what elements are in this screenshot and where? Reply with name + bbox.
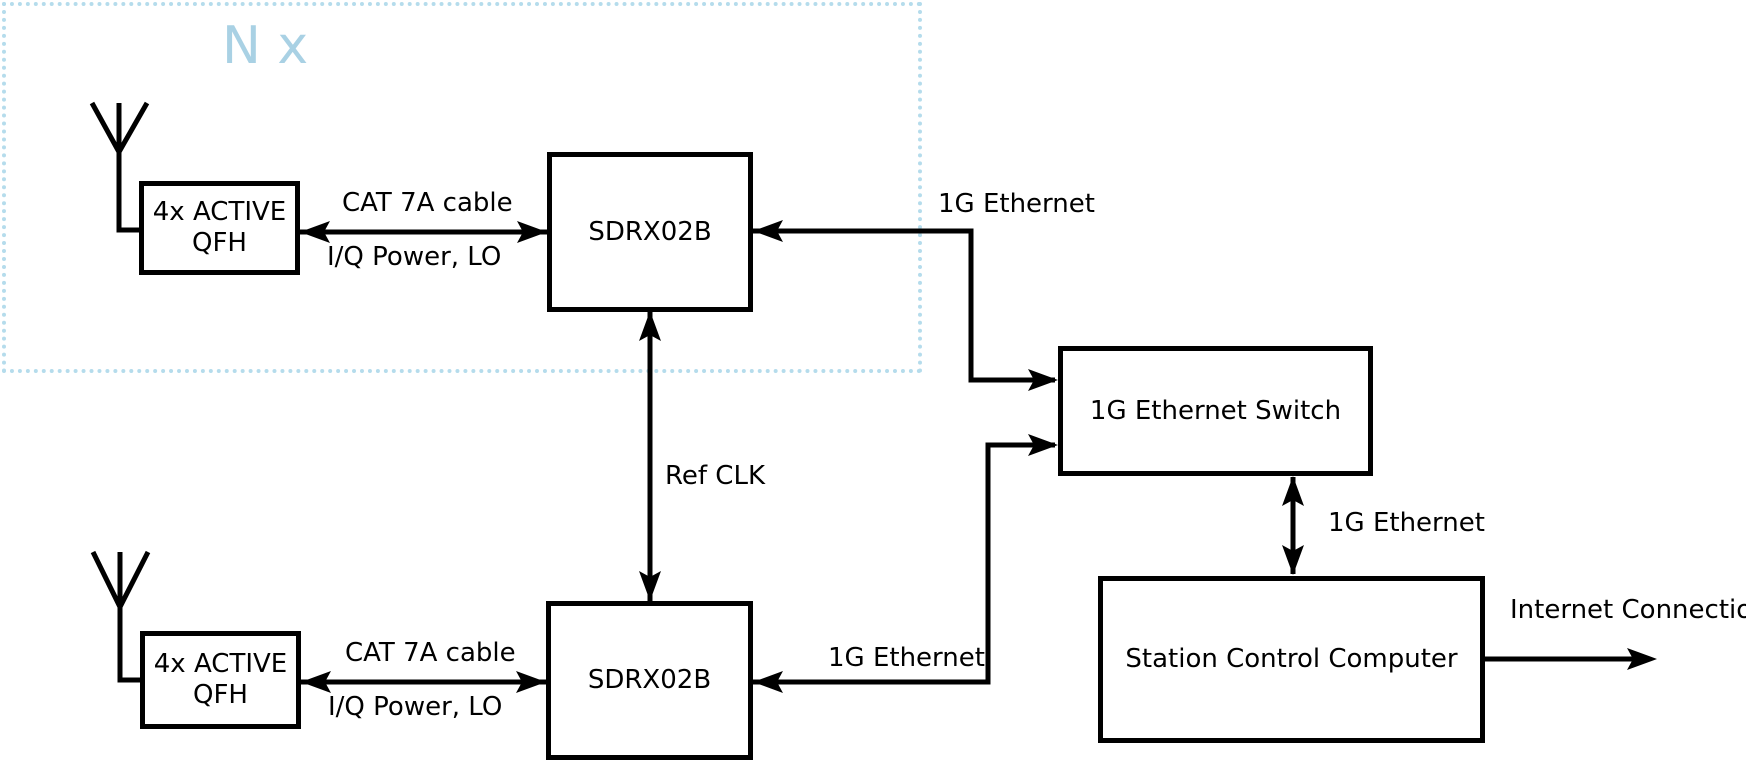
node-receiver-top: SDRX02B bbox=[547, 152, 753, 312]
replication-group-box bbox=[2, 2, 922, 373]
node-station-computer: Station Control Computer bbox=[1098, 576, 1485, 743]
arrowhead bbox=[1028, 369, 1058, 391]
ethernet-link-bottom bbox=[753, 442, 1055, 685]
label-iq-power-lo-bottom: I/Q Power, LO bbox=[328, 692, 503, 722]
replication-count-label: N x bbox=[222, 16, 309, 76]
arrowhead bbox=[753, 220, 783, 242]
arrowhead bbox=[300, 221, 330, 243]
arrowhead bbox=[1028, 434, 1058, 456]
label-cat7a-cable-top: CAT 7A cable bbox=[342, 188, 513, 218]
arrowhead bbox=[516, 671, 546, 693]
label-ethernet-switch-pc: 1G Ethernet bbox=[1328, 508, 1485, 538]
arrowhead bbox=[301, 671, 331, 693]
label-iq-power-lo-top: I/Q Power, LO bbox=[327, 242, 502, 272]
antenna-icon bbox=[89, 101, 150, 233]
label-cat7a-cable-bottom: CAT 7A cable bbox=[345, 638, 516, 668]
arrowhead bbox=[639, 571, 661, 601]
label-ref-clk: Ref CLK bbox=[665, 461, 766, 491]
arrowhead bbox=[1627, 648, 1657, 670]
arrowhead bbox=[1282, 545, 1304, 575]
arrowhead bbox=[753, 671, 783, 693]
ethernet-link-top bbox=[753, 228, 1055, 383]
node-ethernet-switch: 1G Ethernet Switch bbox=[1058, 346, 1373, 476]
node-qfh-top: 4x ACTIVE QFH bbox=[139, 181, 300, 275]
node-qfh-bottom: 4x ACTIVE QFH bbox=[140, 631, 301, 729]
arrowhead bbox=[1282, 476, 1304, 506]
arrowhead bbox=[639, 311, 661, 341]
node-receiver-bottom: SDRX02B bbox=[546, 601, 753, 760]
label-internet-connection: Internet Connection bbox=[1510, 595, 1746, 625]
antenna-icon bbox=[90, 550, 151, 683]
arrowhead bbox=[517, 221, 547, 243]
label-ethernet-top: 1G Ethernet bbox=[938, 189, 1095, 219]
label-ethernet-bottom: 1G Ethernet bbox=[828, 643, 985, 673]
